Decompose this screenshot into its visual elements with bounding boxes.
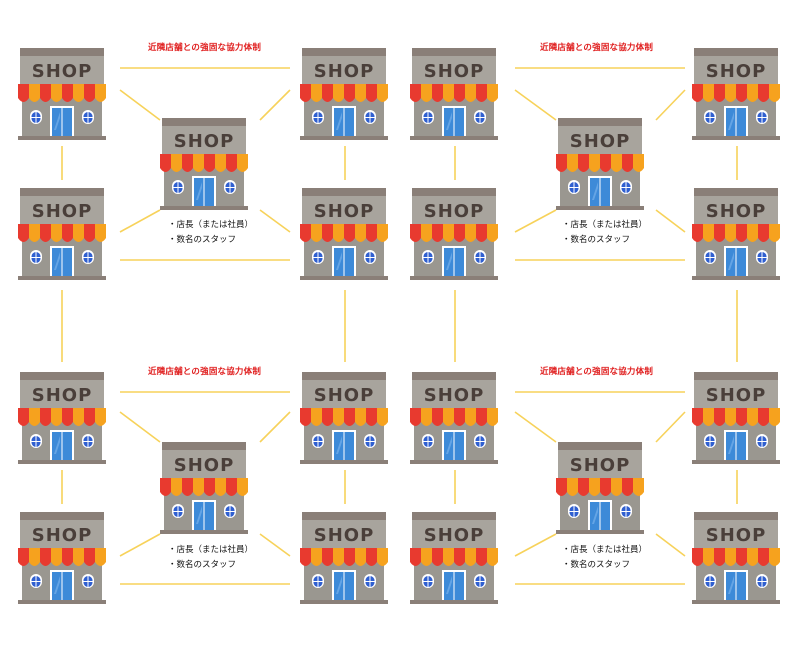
shop-icon: SHOP bbox=[410, 372, 498, 464]
staff-list: 店長（または社員） 数名のスタッフ bbox=[562, 218, 648, 248]
shop-icon: SHOP bbox=[300, 188, 388, 280]
shop-icon: SHOP bbox=[410, 512, 498, 604]
connector-line bbox=[119, 533, 161, 557]
staff-list: 店長（または社員） 数名のスタッフ bbox=[168, 543, 254, 573]
svg-text:SHOP: SHOP bbox=[424, 201, 485, 222]
svg-text:SHOP: SHOP bbox=[570, 131, 631, 152]
svg-text:SHOP: SHOP bbox=[424, 385, 485, 406]
svg-text:SHOP: SHOP bbox=[706, 201, 767, 222]
connector-line bbox=[119, 209, 161, 233]
connector-line bbox=[655, 411, 686, 443]
staff-list: 店長（または社員） 数名のスタッフ bbox=[562, 543, 648, 573]
shop-icon: SHOP bbox=[18, 48, 106, 140]
shop-icon: SHOP bbox=[18, 512, 106, 604]
svg-text:SHOP: SHOP bbox=[32, 201, 93, 222]
svg-text:SHOP: SHOP bbox=[174, 455, 235, 476]
svg-text:SHOP: SHOP bbox=[314, 201, 375, 222]
shop-icon: SHOP bbox=[300, 512, 388, 604]
staff-list: 店長（または社員） 数名のスタッフ bbox=[168, 218, 254, 248]
svg-text:SHOP: SHOP bbox=[424, 525, 485, 546]
connector-line bbox=[119, 411, 161, 443]
staff-item: 数名のスタッフ bbox=[168, 558, 253, 573]
staff-item: 店長（または社員） bbox=[562, 543, 648, 558]
group-caption: 近隣店舗との強固な協力体制 bbox=[540, 43, 654, 53]
shop-icon: SHOP bbox=[556, 118, 644, 210]
shop-icon: SHOP bbox=[692, 188, 780, 280]
shop-icon: SHOP bbox=[692, 48, 780, 140]
shop-icon: SHOP bbox=[160, 442, 248, 534]
staff-item: 数名のスタッフ bbox=[168, 233, 253, 248]
staff-item: 店長（または社員） bbox=[168, 543, 254, 558]
svg-text:SHOP: SHOP bbox=[32, 61, 93, 82]
shop-icon: SHOP bbox=[160, 118, 248, 210]
shop-icon: SHOP bbox=[300, 48, 388, 140]
connector-line bbox=[514, 411, 557, 443]
staff-item: 数名のスタッフ bbox=[562, 233, 647, 248]
svg-text:SHOP: SHOP bbox=[706, 61, 767, 82]
connector-line bbox=[119, 89, 161, 121]
staff-item: 店長（または社員） bbox=[562, 218, 648, 233]
connector-line bbox=[259, 89, 291, 121]
group-caption: 近隣店舗との強固な協力体制 bbox=[148, 367, 262, 377]
connector-line bbox=[655, 533, 686, 557]
shop-icon: SHOP bbox=[18, 188, 106, 280]
svg-text:SHOP: SHOP bbox=[706, 525, 767, 546]
svg-text:SHOP: SHOP bbox=[174, 131, 235, 152]
connector-line bbox=[514, 89, 557, 121]
svg-text:SHOP: SHOP bbox=[570, 455, 631, 476]
connector-line bbox=[514, 209, 557, 233]
svg-text:SHOP: SHOP bbox=[314, 525, 375, 546]
connector-line bbox=[259, 533, 291, 557]
shop-icon: SHOP bbox=[300, 372, 388, 464]
svg-text:SHOP: SHOP bbox=[314, 385, 375, 406]
shop-icon: SHOP bbox=[18, 372, 106, 464]
svg-text:SHOP: SHOP bbox=[314, 61, 375, 82]
connector-line bbox=[259, 411, 291, 443]
shop-icon: SHOP bbox=[410, 48, 498, 140]
connector-line bbox=[655, 89, 686, 121]
connector-line bbox=[259, 209, 291, 233]
group-caption: 近隣店舗との強固な協力体制 bbox=[540, 367, 654, 377]
shop-icon: SHOP bbox=[410, 188, 498, 280]
staff-item: 数名のスタッフ bbox=[562, 558, 647, 573]
connector-line bbox=[655, 209, 686, 233]
svg-text:SHOP: SHOP bbox=[32, 525, 93, 546]
shop-icon: SHOP bbox=[692, 372, 780, 464]
shop-icon: SHOP bbox=[692, 512, 780, 604]
connector-line bbox=[514, 533, 557, 557]
svg-text:SHOP: SHOP bbox=[32, 385, 93, 406]
shop-icon: SHOP bbox=[556, 442, 644, 534]
svg-text:SHOP: SHOP bbox=[706, 385, 767, 406]
staff-item: 店長（または社員） bbox=[168, 218, 254, 233]
svg-text:SHOP: SHOP bbox=[424, 61, 485, 82]
group-caption: 近隣店舗との強固な協力体制 bbox=[148, 43, 262, 53]
